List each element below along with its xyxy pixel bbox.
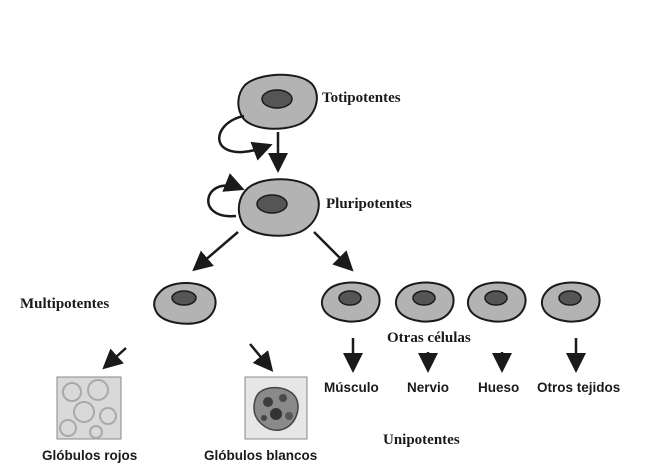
other-cell-2: [396, 283, 454, 322]
arrow-multi-to-white: [250, 344, 270, 368]
other-cell-4: [542, 283, 600, 322]
label-globulos-rojos: Glóbulos rojos: [42, 448, 137, 463]
totipotent-cell: [238, 75, 317, 129]
arrow-pluri-to-multi: [196, 232, 238, 268]
label-unipotentes: Unipotentes: [383, 432, 460, 448]
label-musculo: Músculo: [324, 380, 379, 395]
label-multipotentes: Multipotentes: [20, 296, 109, 312]
other-cell-1: [322, 283, 380, 322]
label-nervio: Nervio: [407, 380, 449, 395]
red-blood-cells-image: [57, 377, 121, 439]
label-hueso: Hueso: [478, 380, 519, 395]
arrow-pluri-to-other: [314, 232, 350, 268]
label-pluripotentes: Pluripotentes: [326, 196, 412, 212]
arrow-multi-to-red: [106, 348, 126, 366]
other-cell-3: [468, 283, 526, 322]
label-otras-celulas: Otras células: [387, 330, 471, 346]
label-globulos-blancos: Glóbulos blancos: [204, 448, 317, 463]
label-otros-tejidos: Otros tejidos: [537, 380, 620, 395]
pluripotent-cell: [239, 179, 319, 235]
self-renewal-arrow-pluripotent: [208, 186, 240, 217]
label-totipotentes: Totipotentes: [322, 90, 401, 106]
multipotent-cell: [154, 283, 215, 324]
white-blood-cells-image: [245, 377, 307, 439]
